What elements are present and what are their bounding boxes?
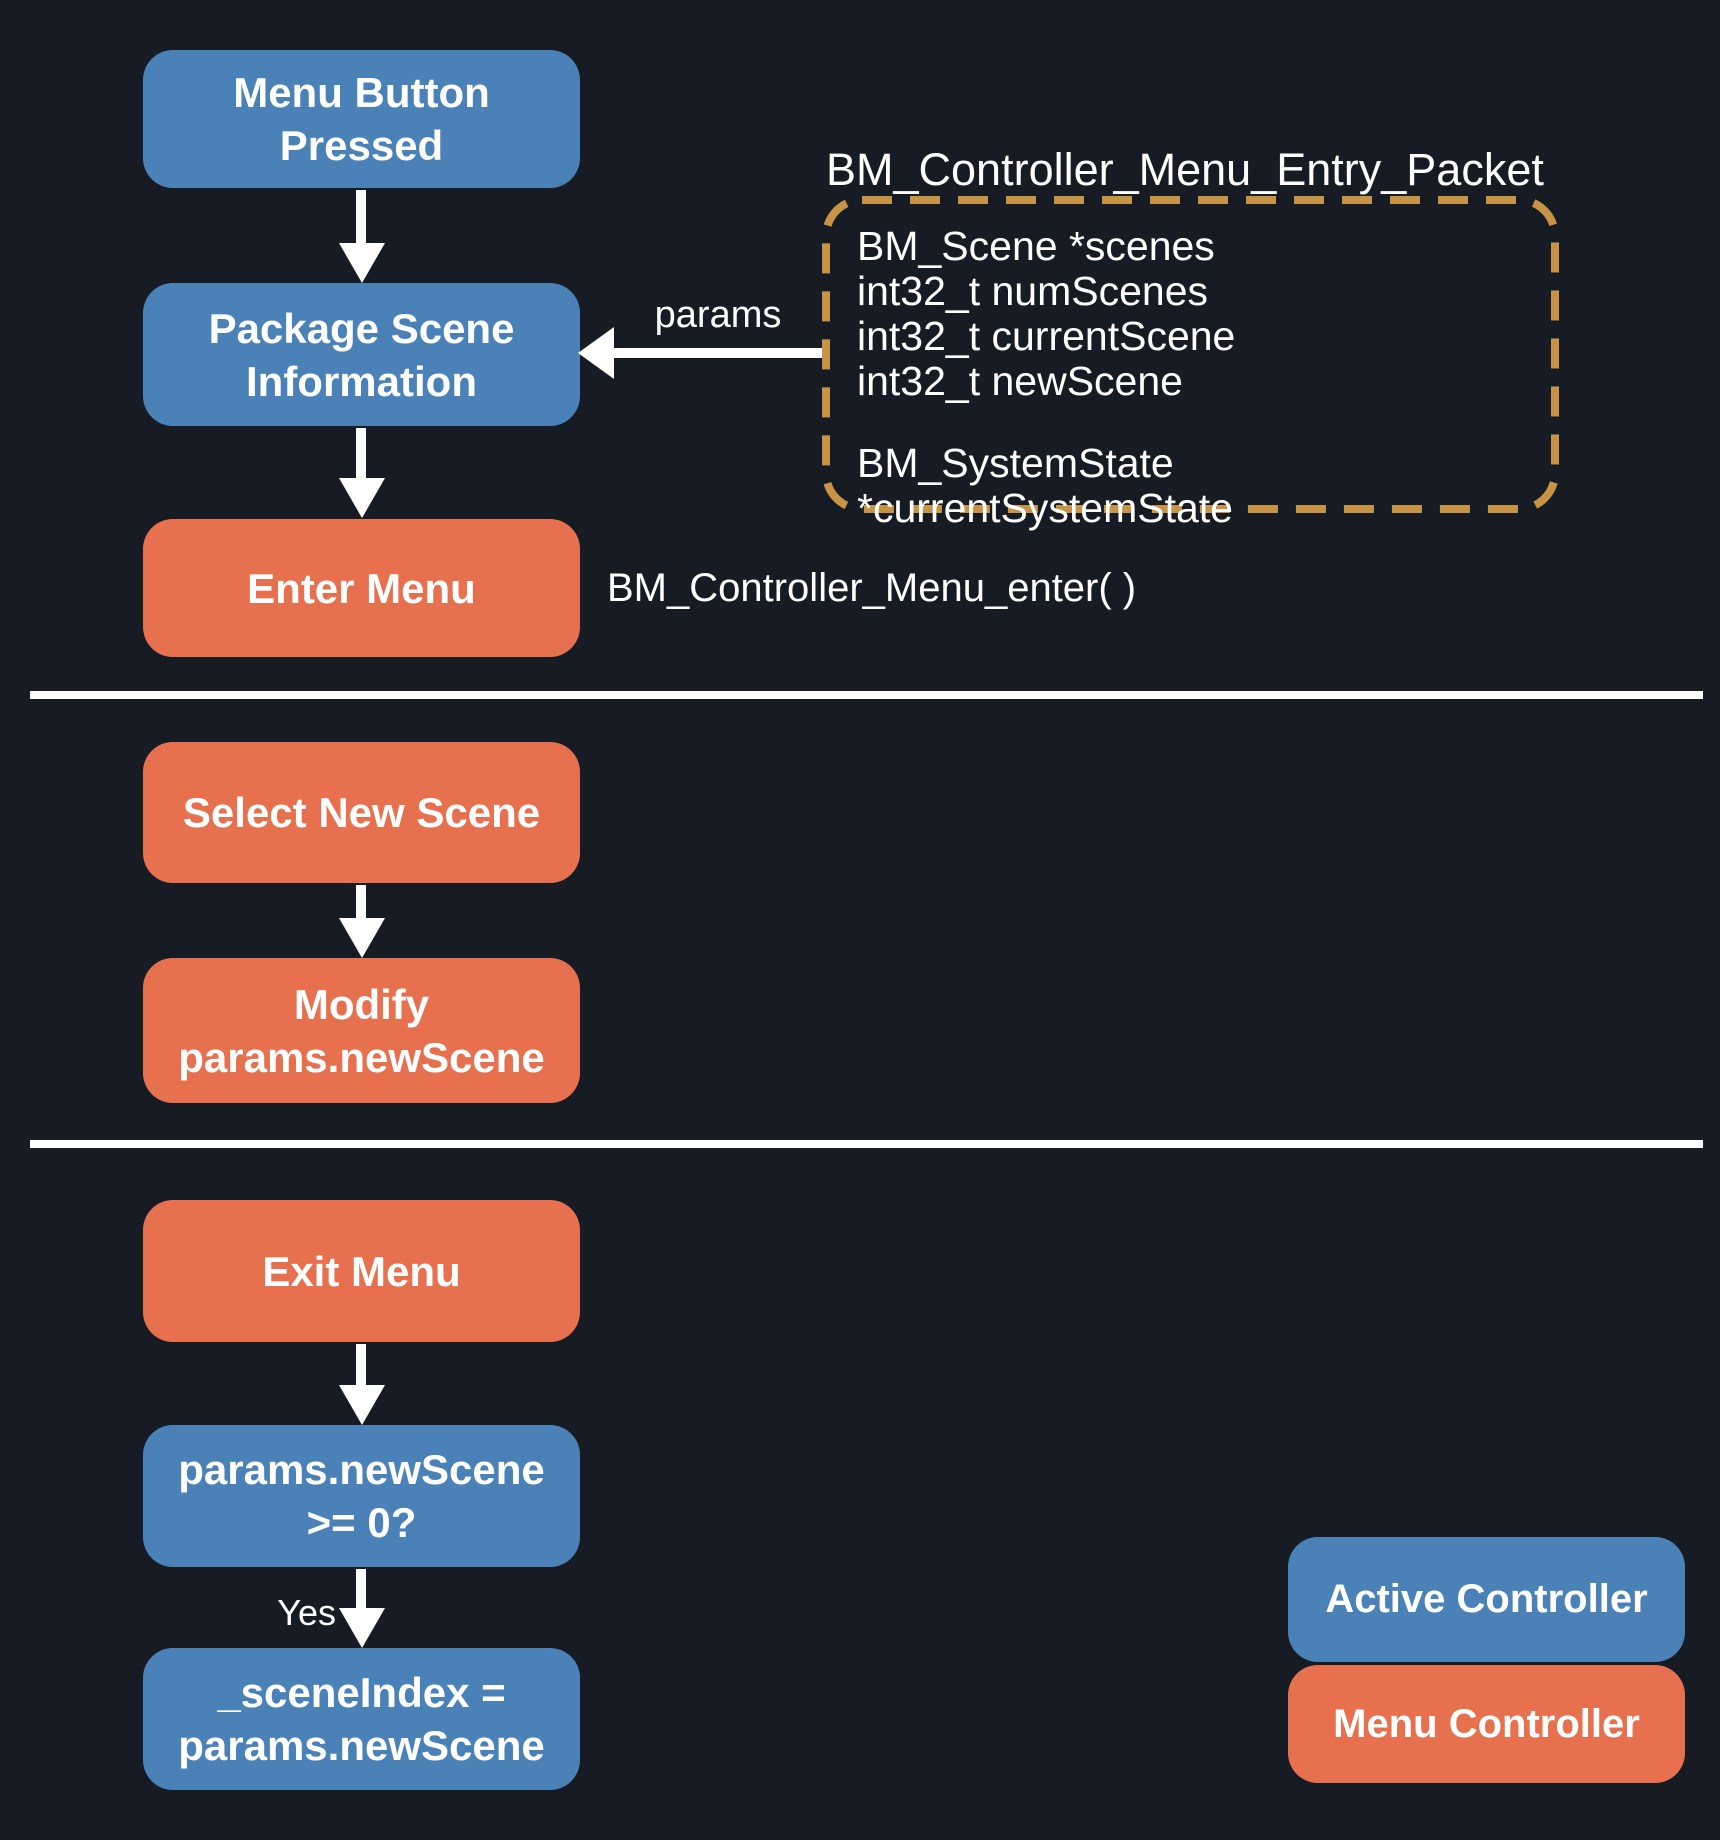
packet-field: int32_t currentScene bbox=[857, 313, 1236, 359]
arrow-left-icon bbox=[578, 327, 614, 379]
arrow-down-icon bbox=[339, 918, 385, 958]
packet-title: BM_Controller_Menu_Entry_Packet bbox=[826, 144, 1544, 195]
arrow-down-shaft bbox=[356, 190, 366, 245]
arrow-left-shaft bbox=[614, 348, 822, 358]
node-enter-menu: Enter Menu bbox=[143, 519, 580, 657]
section-divider bbox=[30, 691, 1703, 699]
packet-struct-box: BM_Scene *scenes int32_t numScenes int32… bbox=[822, 196, 1559, 531]
packet-field: int32_t newScene bbox=[857, 358, 1183, 404]
section-divider bbox=[30, 1140, 1703, 1148]
arrow-down-icon bbox=[339, 478, 385, 518]
arrow-down-icon bbox=[339, 1385, 385, 1425]
arrow-down-shaft bbox=[356, 885, 366, 920]
packet-field: BM_SystemState *currentSystemState bbox=[857, 440, 1233, 531]
arrow-down-icon bbox=[339, 243, 385, 283]
field-spacer bbox=[857, 404, 1559, 441]
arrow-down-shaft bbox=[356, 428, 366, 480]
packet-field-list: BM_Scene *scenes int32_t numScenes int32… bbox=[857, 224, 1559, 531]
arrow-down-icon bbox=[339, 1608, 385, 1648]
enter-function-label: BM_Controller_Menu_enter( ) bbox=[607, 566, 1137, 610]
node-exit-menu: Exit Menu bbox=[143, 1200, 580, 1342]
arrow-down-shaft bbox=[356, 1569, 366, 1610]
legend-active-controller: Active Controller bbox=[1288, 1537, 1685, 1662]
arrow-down-shaft bbox=[356, 1344, 366, 1387]
node-sceneindex-assign: _sceneIndex = params.newScene bbox=[143, 1648, 580, 1790]
params-arrow-label: params bbox=[654, 294, 782, 336]
node-package-scene-information: Package Scene Information bbox=[143, 283, 580, 426]
node-menu-button-pressed: Menu Button Pressed bbox=[143, 50, 580, 188]
yes-branch-label: Yes bbox=[277, 1592, 336, 1633]
node-select-new-scene: Select New Scene bbox=[143, 742, 580, 883]
node-newscene-check: params.newScene >= 0? bbox=[143, 1425, 580, 1567]
legend-menu-controller: Menu Controller bbox=[1288, 1665, 1685, 1783]
dashed-border-icon bbox=[822, 196, 1559, 513]
packet-field: int32_t numScenes bbox=[857, 268, 1209, 314]
packet-field: BM_Scene *scenes bbox=[857, 223, 1215, 269]
node-modify-newscene: Modify params.newScene bbox=[143, 958, 580, 1103]
